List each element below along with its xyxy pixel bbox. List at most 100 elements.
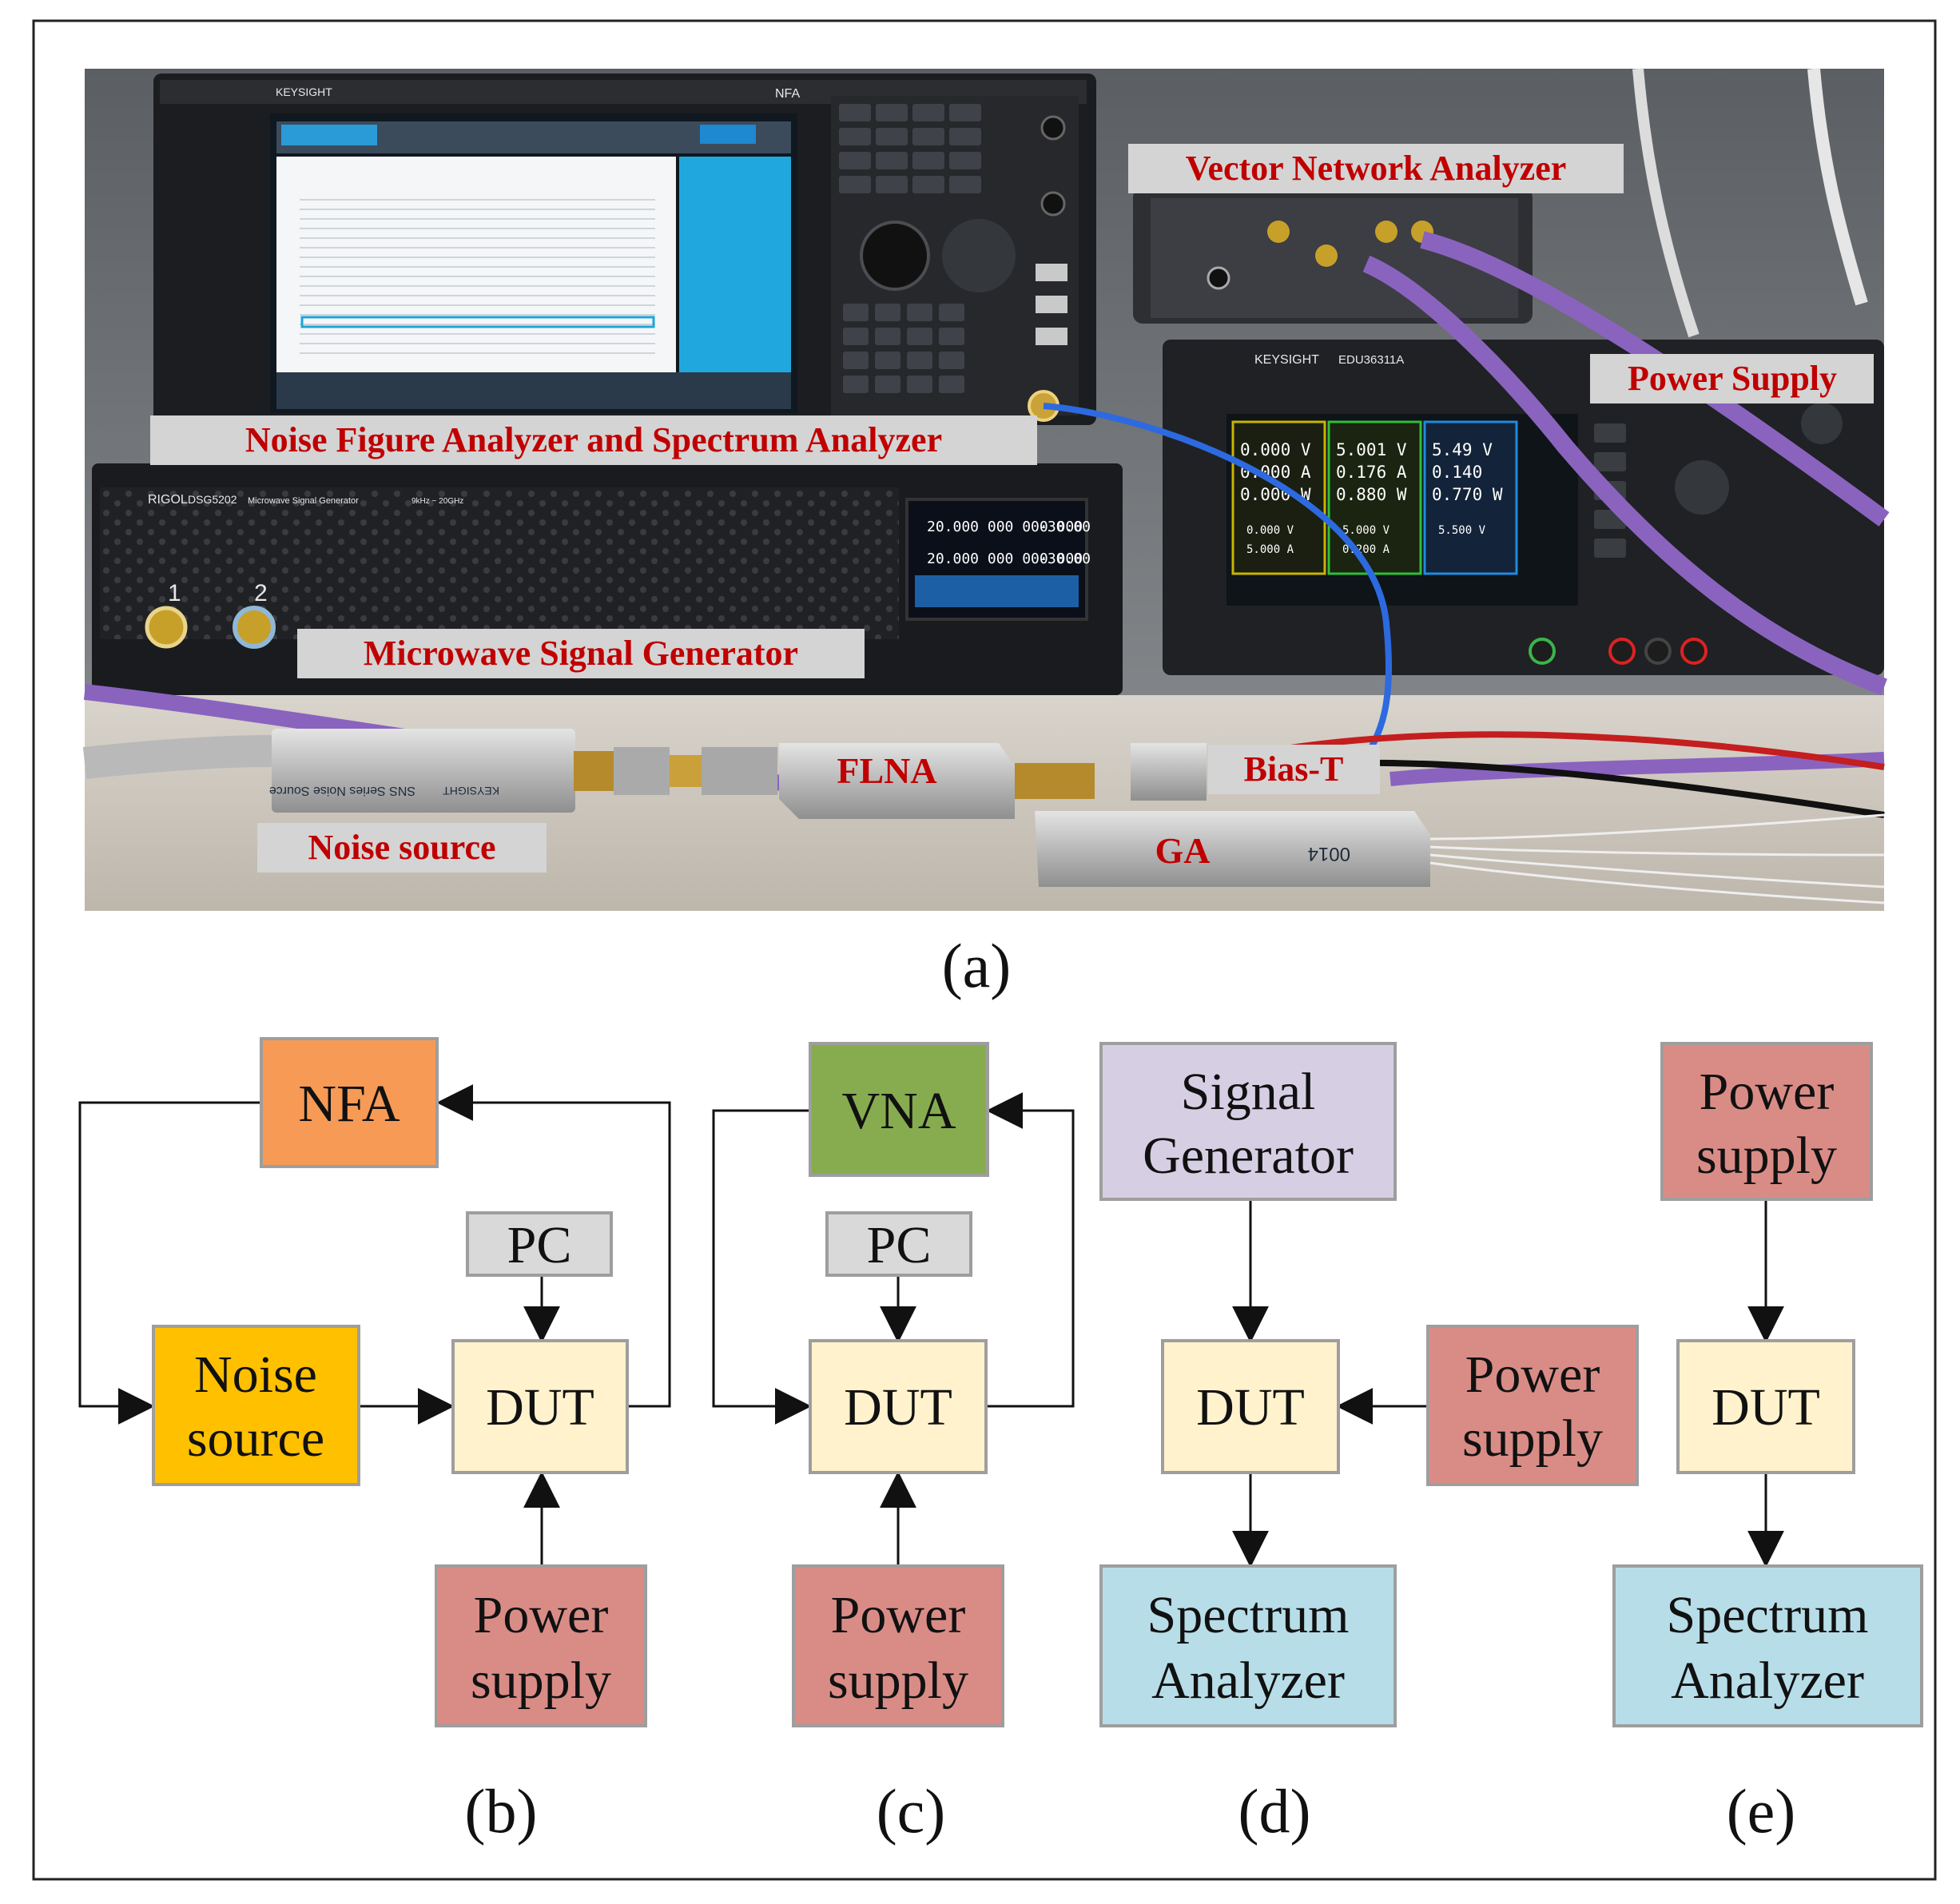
- sg-desc: Microwave Signal Generator: [248, 496, 359, 506]
- bias-t-device: [1131, 743, 1207, 801]
- sg-lcd-ch1-amp: -30.00: [1039, 519, 1091, 535]
- photo-label-noise-source-text: Noise source: [308, 828, 495, 867]
- dut-box-b: [451, 1339, 629, 1474]
- spectrum-analyzer-box-e: [1612, 1564, 1923, 1727]
- sg-brand: RIGOL: [148, 493, 188, 507]
- photo-label-flna: FLNA: [837, 750, 936, 791]
- sg-lcd-ch1-freq: 20.000 000 000 000: [927, 519, 1083, 535]
- vna-box: [809, 1042, 989, 1177]
- sg-lcd-ch2-amp: -30.00: [1039, 551, 1091, 567]
- caption-b: (b): [465, 1776, 538, 1846]
- ps-brand: KEYSIGHT: [1254, 353, 1319, 367]
- diagram-d: Signal Generator DUT Power supply Spectr…: [1099, 1042, 1639, 1846]
- sg-model: DSG5202: [188, 493, 237, 506]
- dut-box-c: [809, 1339, 988, 1474]
- dut-box-c-label: DUT: [844, 1378, 952, 1437]
- photo-label-nfa-text: Noise Figure Analyzer and Spectrum Analy…: [245, 420, 942, 459]
- nfa-box: [260, 1037, 439, 1168]
- spectrum-analyzer-box-d-label-1: Spectrum: [1147, 1586, 1350, 1644]
- diagram-e: Power supply DUT Spectrum Analyzer (e): [1612, 1042, 1923, 1846]
- noise-source-model: SNS Series Noise Source: [269, 784, 415, 797]
- noise-source-brand: KEYSIGHT: [443, 785, 499, 797]
- ps-ch3-power: 0.770 W: [1432, 485, 1503, 504]
- ps-ch2-power: 0.880 W: [1336, 485, 1407, 504]
- photo-label-signal-generator: Microwave Signal Generator: [297, 629, 865, 678]
- caption-a: (a): [942, 931, 1012, 1000]
- ps-ch2-current: 0.176 A: [1336, 463, 1407, 482]
- ps-ch2-voltage: 5.001 V: [1336, 440, 1407, 459]
- ps-ch1-voltage: 0.000 V: [1240, 440, 1311, 459]
- photo-label-bias-t: Bias-T: [1208, 745, 1380, 794]
- dut-box-e-label: DUT: [1712, 1378, 1820, 1437]
- power-supply-box-d-label-1: Power: [1465, 1346, 1600, 1404]
- blue-rf-cable: [1043, 403, 1393, 769]
- power-supply-box-b-label-1: Power: [474, 1586, 609, 1644]
- ps-ch3-voltage: 5.49 V: [1432, 440, 1493, 459]
- caption-c: (c): [877, 1776, 946, 1846]
- power-supply-box-e-label-2: supply: [1696, 1127, 1837, 1185]
- spectrum-analyzer-box-d: [1099, 1564, 1397, 1727]
- signal-generator-box-label-2: Generator: [1143, 1127, 1354, 1185]
- sg-port1-label: 1: [168, 580, 181, 606]
- spectrum-analyzer-box-d-label-2: Analyzer: [1151, 1652, 1345, 1710]
- diagram-b: NFA PC Noise source DUT Power supply (b): [78, 1037, 671, 1846]
- ps-ch1-set-voltage: 0.000 V: [1246, 524, 1294, 537]
- photo-label-noise-source: Noise source: [257, 823, 547, 873]
- photo-label-ga: GA: [1155, 830, 1211, 871]
- pc-box-b: [466, 1211, 613, 1277]
- caption-e: (e): [1727, 1776, 1796, 1846]
- flna-device: [779, 743, 1015, 819]
- lab-setup-photo: KEYSIGHT NFA: [82, 68, 1890, 911]
- ps-ch2-set-voltage: 5.000 V: [1342, 524, 1390, 537]
- sg-lcd-ch2-freq: 20.000 000 000 000: [927, 551, 1083, 567]
- power-supply-box-b: [435, 1564, 647, 1727]
- noise-source-device: [272, 729, 575, 813]
- pc-box-b-label: PC: [507, 1216, 572, 1274]
- signal-generator-box-label-1: Signal: [1181, 1063, 1316, 1121]
- sg-freq-range: 9kHz ~ 20GHz: [411, 497, 463, 506]
- power-supply-box-c-label-2: supply: [828, 1652, 968, 1710]
- dut-box-d: [1161, 1339, 1340, 1474]
- noise-source-box-label-1: Noise: [194, 1346, 317, 1404]
- nfa-brand: KEYSIGHT: [276, 85, 332, 98]
- spectrum-analyzer-box-e-label-2: Analyzer: [1671, 1652, 1864, 1710]
- power-supply-box-c: [792, 1564, 1004, 1727]
- purple-cable-vna: [1362, 255, 1887, 696]
- ga-marking: 0014: [1308, 843, 1350, 865]
- nfa-box-label: NFA: [298, 1075, 400, 1133]
- ps-ch3-set-voltage: 5.500 V: [1438, 524, 1486, 537]
- photo-label-vna-text: Vector Network Analyzer: [1186, 149, 1567, 188]
- power-supply-box-e-label-1: Power: [1700, 1063, 1835, 1121]
- power-supply-box-d: [1426, 1325, 1639, 1486]
- dut-box-d-label: DUT: [1196, 1378, 1305, 1437]
- photo-label-nfa: Noise Figure Analyzer and Spectrum Analy…: [150, 415, 1037, 465]
- power-supply-box-e: [1660, 1042, 1873, 1201]
- photo-label-bias-t-text: Bias-T: [1244, 749, 1344, 789]
- noise-figure-analyzer: KEYSIGHT NFA: [153, 74, 1096, 425]
- ps-ch3-current: 0.140: [1432, 463, 1482, 482]
- ga-device: [1035, 811, 1430, 887]
- noise-source-box-label-2: source: [187, 1409, 324, 1468]
- dut-box-b-label: DUT: [486, 1378, 594, 1437]
- sg-port2-label: 2: [254, 580, 268, 606]
- spectrum-analyzer-box-e-label-1: Spectrum: [1667, 1586, 1869, 1644]
- pc-box-c-label: PC: [867, 1216, 932, 1274]
- caption-d: (d): [1238, 1776, 1311, 1846]
- power-supply-box-d-label-2: supply: [1462, 1409, 1603, 1468]
- ps-ch1-set-current: 5.000 A: [1246, 543, 1294, 556]
- photo-label-power-supply: Power Supply: [1590, 354, 1874, 403]
- diagram-c: VNA PC DUT Power supply (c): [712, 1042, 1075, 1846]
- power-supply-box-c-label-1: Power: [831, 1586, 966, 1644]
- noise-source-box: [152, 1325, 360, 1486]
- dut-box-e: [1676, 1339, 1855, 1474]
- photo-label-vna: Vector Network Analyzer: [1128, 144, 1624, 193]
- power-supply-box-b-label-2: supply: [471, 1652, 611, 1710]
- photo-label-power-supply-text: Power Supply: [1628, 359, 1837, 398]
- nfa-model: NFA: [775, 87, 800, 101]
- vna-box-label: VNA: [842, 1082, 956, 1140]
- pc-box-c: [825, 1211, 972, 1277]
- photo-label-signal-generator-text: Microwave Signal Generator: [364, 634, 798, 673]
- signal-generator-box: [1099, 1042, 1397, 1201]
- ps-model: EDU36311A: [1338, 353, 1404, 367]
